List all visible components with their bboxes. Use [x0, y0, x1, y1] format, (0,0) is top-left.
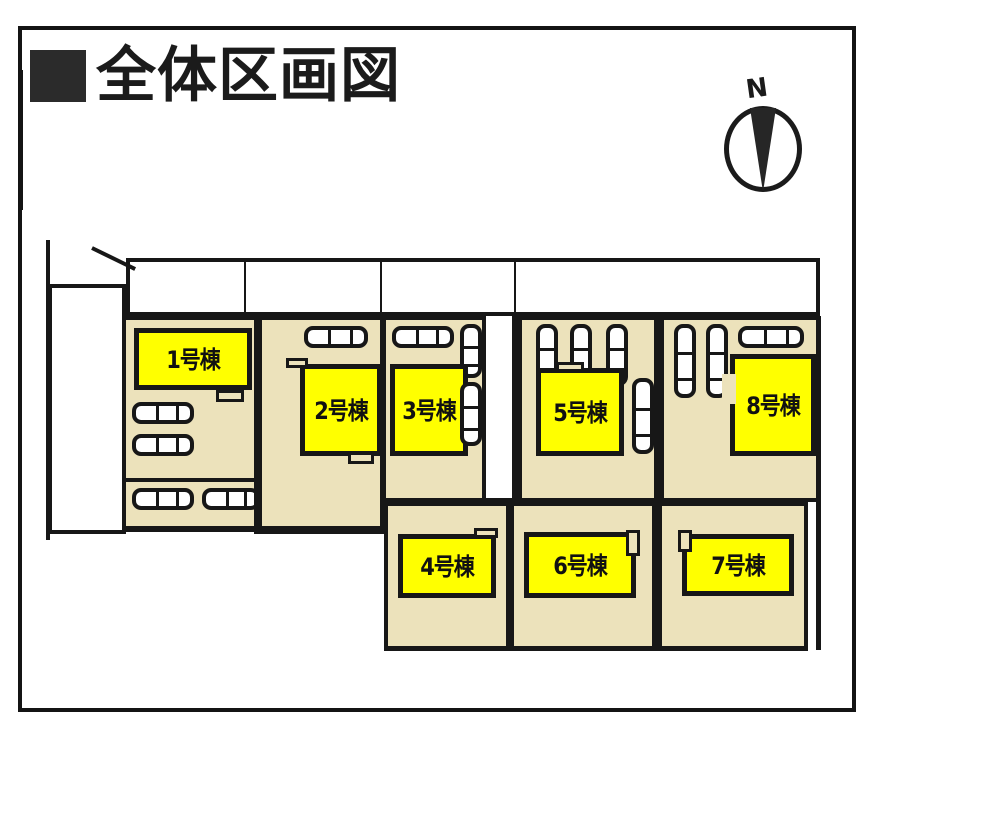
house-lot-8: 8号棟 — [730, 354, 816, 456]
parking-stall — [674, 324, 696, 398]
parcel-lot-2: 2号棟 — [258, 316, 384, 534]
page-title-text: 全体区画図 — [96, 41, 401, 111]
row-boundary — [384, 498, 808, 503]
lot-boundary — [506, 502, 512, 650]
house-label-lot-8: 8号棟 — [746, 392, 801, 420]
house-label-lot-6: 6号棟 — [553, 552, 608, 580]
entry-notch-lot-2b — [348, 452, 374, 464]
house-label-lot-2: 2号棟 — [314, 397, 369, 425]
site-plan-map: 1号棟 — [46, 240, 821, 665]
house-label-lot-1: 1号棟 — [166, 346, 221, 374]
parcel-lot-7: 7号棟 — [658, 502, 808, 650]
parking-stall — [460, 382, 482, 446]
house-lot-4: 4号棟 — [398, 534, 496, 598]
north-arrow-icon: N — [716, 72, 806, 206]
site-right-edge — [816, 316, 821, 650]
house-lot-7: 7号棟 — [682, 534, 794, 596]
parcel-lot-8: 8号棟 — [660, 316, 820, 502]
house-label-lot-4: 4号棟 — [420, 553, 475, 581]
road-divider — [514, 262, 516, 316]
upper-row-bottom-edge — [122, 526, 388, 531]
lot-boundary — [656, 316, 662, 502]
parcel-lot-3: 3号棟 — [382, 316, 486, 502]
lot-boundary — [380, 316, 385, 502]
parking-stall — [738, 326, 804, 348]
entry-notch-lot-4 — [474, 528, 498, 538]
west-road — [48, 284, 126, 534]
house-step-lot-8 — [722, 374, 736, 404]
parking-stall — [132, 488, 194, 510]
parking-stall — [632, 378, 654, 454]
house-label-lot-3: 3号棟 — [402, 397, 457, 425]
house-lot-1: 1号棟 — [134, 328, 252, 390]
west-road-edge — [46, 240, 50, 540]
parcel-lot-5: 5号棟 — [518, 316, 658, 502]
parcel-lot-1: 1号棟 — [122, 316, 260, 532]
compass-needle — [750, 108, 776, 192]
parking-stall — [304, 326, 368, 348]
lot-divider — [126, 478, 260, 482]
house-lot-3: 3号棟 — [390, 364, 468, 456]
north-road — [126, 258, 820, 316]
lot-boundary — [512, 316, 518, 502]
entry-notch-lot-5 — [556, 362, 584, 372]
parking-stall — [202, 488, 260, 510]
entry-notch-lot-2 — [286, 358, 308, 368]
parking-stall — [392, 326, 454, 348]
parcel-lot-6: 6号棟 — [510, 502, 656, 650]
entry-notch-lot-1 — [216, 390, 244, 402]
lot-boundary — [652, 502, 659, 650]
house-lot-5: 5号棟 — [536, 368, 624, 456]
house-label-lot-5: 5号棟 — [553, 399, 608, 427]
page-title: 全体区画図 — [30, 41, 401, 111]
house-label-lot-7: 7号棟 — [711, 552, 766, 580]
lot-boundary — [254, 316, 259, 534]
entry-notch-lot-6 — [626, 530, 640, 556]
compass-ring — [724, 106, 802, 192]
compass-north-label: N — [744, 72, 770, 106]
site-bottom-edge — [384, 646, 808, 651]
parking-stall — [132, 434, 194, 456]
sheet-border — [18, 26, 856, 712]
filled-square-bullet-icon — [30, 50, 86, 102]
entry-notch-lot-7 — [678, 530, 692, 552]
house-lot-2: 2号棟 — [300, 364, 382, 456]
house-lot-6: 6号棟 — [524, 532, 636, 598]
road-divider — [244, 262, 246, 316]
road-divider — [380, 262, 382, 316]
parking-stall — [132, 402, 194, 424]
parcel-lot-4: 4号棟 — [384, 502, 512, 650]
